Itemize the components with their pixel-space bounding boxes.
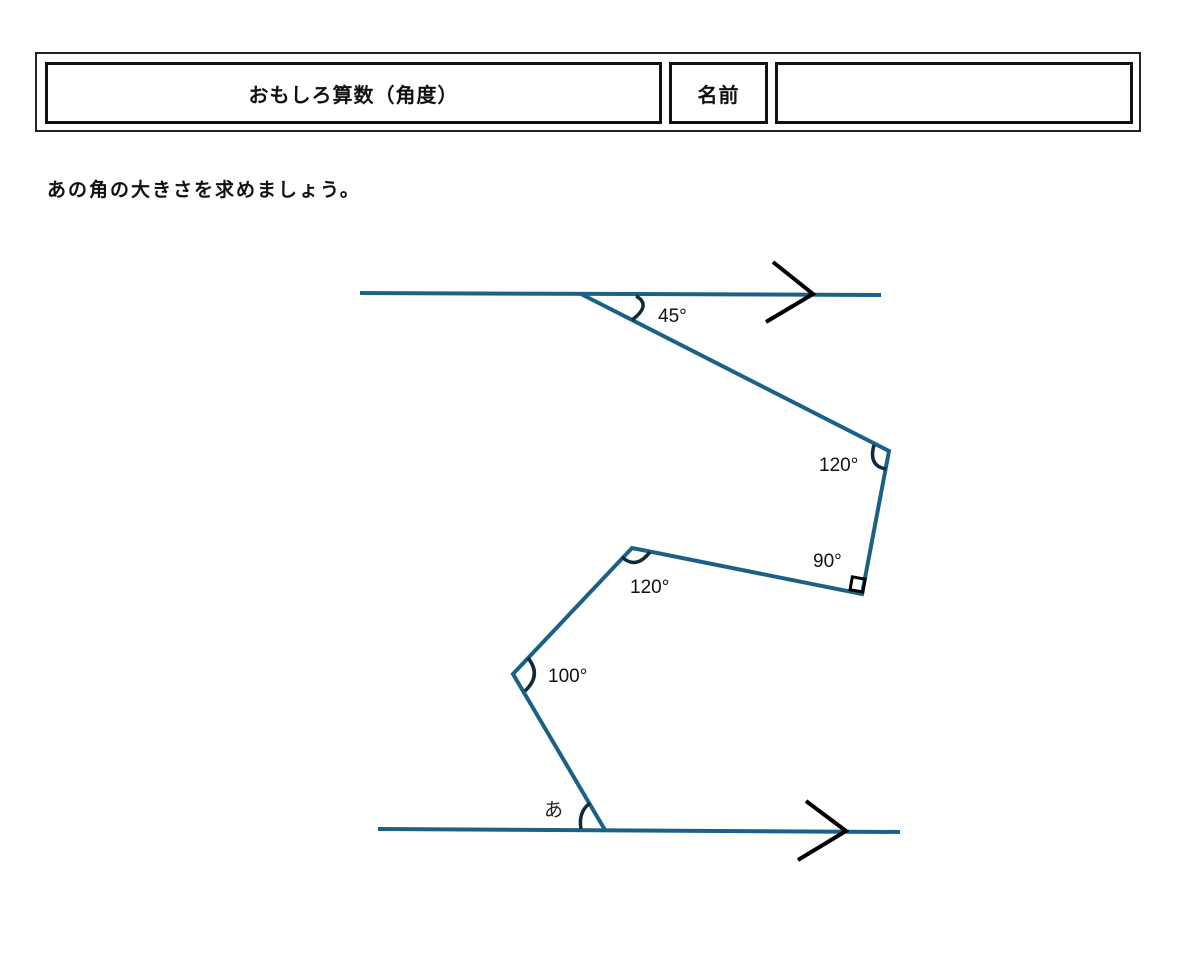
angle-label-90: 90° (813, 551, 842, 572)
question-instruction: あの角の大きさを求めましょう。 (47, 179, 361, 201)
zigzag-path (510, 292, 892, 832)
angle-label-120-right: 120° (819, 455, 858, 476)
angle-label-100: 100° (548, 666, 587, 687)
worksheet-title: おもしろ算数（角度） (45, 62, 662, 124)
angle-arc-120-left (620, 550, 652, 565)
top-parallel-line (359, 291, 882, 297)
angle-arc-45 (630, 294, 645, 322)
bottom-parallel-line (377, 827, 901, 834)
angle-label-120-left: 120° (630, 577, 669, 598)
parallel-arrow-icon (796, 799, 850, 862)
parallel-arrow-icon (764, 260, 817, 324)
name-field[interactable] (775, 62, 1133, 124)
angle-arc-100 (523, 656, 536, 693)
header-table: おもしろ算数（角度） 名前 (35, 52, 1141, 132)
unknown-angle-label: あ (544, 799, 563, 821)
name-label: 名前 (669, 62, 768, 124)
angle-arc-unknown (578, 801, 592, 830)
right-angle-mark (848, 575, 867, 594)
angle-arc-120-right (870, 444, 887, 471)
angle-label-45: 45° (658, 306, 687, 327)
